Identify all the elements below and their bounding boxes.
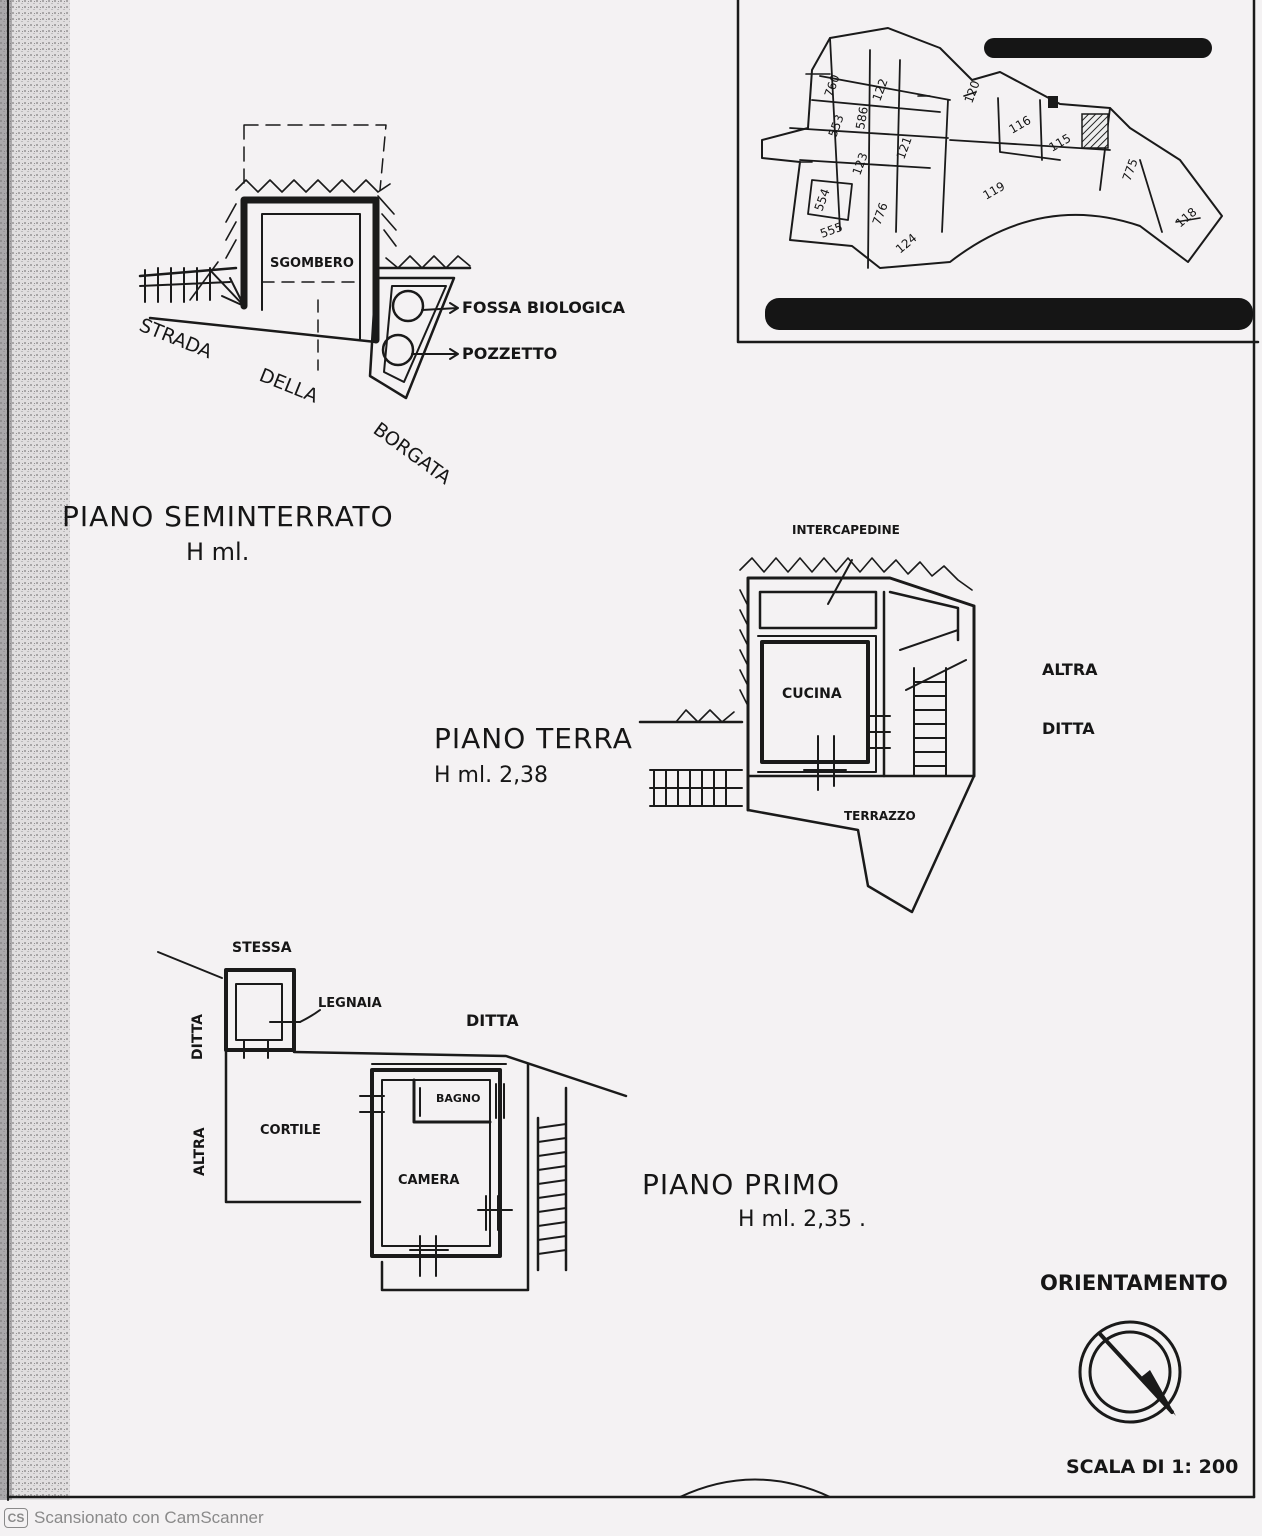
cadastral-map: 760 122 120 553 586 121 116 115 123 554 … <box>736 0 1260 344</box>
room-label-terrazzo: TERRAZZO <box>844 809 916 823</box>
plan-seminterrato <box>138 124 472 400</box>
svg-text:776: 776 <box>870 201 891 227</box>
floor-height-seminterrato: H ml. <box>186 538 249 566</box>
camscanner-logo: CS <box>4 1508 28 1528</box>
label-ditta-top: DITTA <box>1042 719 1095 738</box>
room-label-cucina: CUCINA <box>782 686 842 702</box>
svg-text:119: 119 <box>981 179 1008 203</box>
svg-text:554: 554 <box>812 187 833 213</box>
svg-text:121: 121 <box>894 135 915 161</box>
redacted-bar <box>984 38 1212 58</box>
svg-text:120: 120 <box>962 79 983 105</box>
label-ditta-primo: DITTA <box>466 1011 519 1030</box>
svg-text:116: 116 <box>1007 113 1034 137</box>
svg-text:123: 123 <box>850 151 871 177</box>
scale-label: SCALA DI 1: 200 <box>1066 1456 1238 1478</box>
svg-text:122: 122 <box>870 77 891 103</box>
label-altra-vertical: ALTRA <box>192 1127 208 1176</box>
plan-primo <box>157 951 628 1292</box>
svg-text:775: 775 <box>1120 157 1141 183</box>
room-label-intercapedine: INTERCAPEDINE <box>792 523 900 537</box>
map-outline <box>761 27 1223 269</box>
room-label-sgombero: SGOMBERO <box>270 256 354 271</box>
floor-title-seminterrato: PIANO SEMINTERRATO <box>62 500 394 533</box>
room-label-cortile: CORTILE <box>260 1123 321 1138</box>
svg-text:124: 124 <box>893 231 920 256</box>
plan-terra <box>638 557 976 914</box>
road-label-borgata: BORGATA <box>369 418 455 489</box>
label-altra-ditta-top: ALTRA <box>1042 660 1098 679</box>
scanner-watermark: CS Scansionato con CamScanner <box>4 1505 264 1531</box>
page-frame <box>6 0 1256 1501</box>
label-pozzetto: POZZETTO <box>462 344 557 363</box>
svg-text:555: 555 <box>818 220 844 241</box>
road-label-della: DELLA <box>256 364 321 407</box>
svg-text:115: 115 <box>1047 131 1074 155</box>
room-label-legnaia: LEGNAIA <box>318 996 382 1011</box>
orientation-label: ORIENTAMENTO <box>1040 1271 1228 1295</box>
label-ditta-vertical: DITTA <box>190 1014 206 1060</box>
label-stessa: STESSA <box>232 940 292 956</box>
floor-title-primo: PIANO PRIMO <box>642 1168 840 1201</box>
floor-height-terra: H ml. 2,38 <box>434 763 548 788</box>
room-label-bagno: BAGNO <box>436 1092 480 1105</box>
floor-height-primo: H ml. 2,35 . <box>738 1207 866 1232</box>
svg-text:118: 118 <box>1173 205 1200 230</box>
room-label-camera: CAMERA <box>398 1173 460 1188</box>
svg-text:553: 553 <box>826 113 847 139</box>
redacted-bar <box>765 298 1253 330</box>
watermark-text: Scansionato con CamScanner <box>34 1508 264 1527</box>
label-fossa-biologica: FOSSA BIOLOGICA <box>462 298 626 317</box>
floor-title-terra: PIANO TERRA <box>434 722 633 755</box>
compass-icon <box>1078 1320 1182 1424</box>
legnaia-arrow <box>299 1009 321 1023</box>
svg-text:586: 586 <box>853 106 871 131</box>
